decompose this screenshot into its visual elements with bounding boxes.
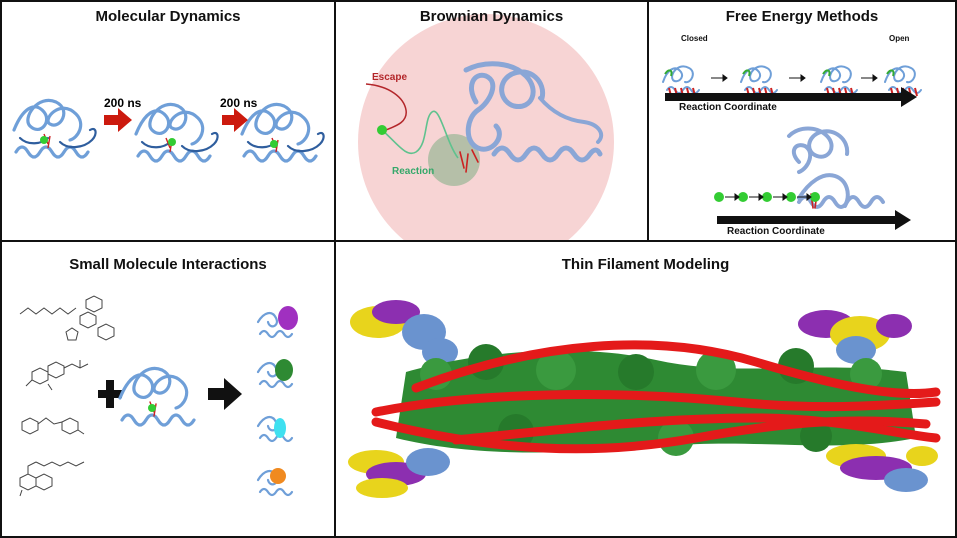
calcium-ion-icon: [270, 140, 278, 148]
panel-small-molecule-interactions: Small Molecule Interactions: [2, 242, 334, 536]
escape-label: Escape: [372, 72, 408, 83]
reaction-label: Reaction: [392, 166, 435, 177]
protein-state-1: [12, 98, 98, 159]
fe-state-closed: [662, 65, 700, 97]
reaction-zone: [428, 134, 480, 186]
thin-filament-illustration: [348, 300, 941, 498]
escape-path: [365, 83, 407, 131]
right-arrow-icon: [104, 108, 132, 132]
md-step-label-1: 200 ns: [104, 96, 142, 110]
panel-title-thin-filament-modeling: Thin Filament Modeling: [561, 256, 730, 273]
calcium-ion-icon: [738, 192, 748, 202]
protein-troponin: [459, 61, 604, 173]
bd-illustration: [358, 14, 614, 240]
calcium-ion-icon: [40, 136, 48, 144]
calcium-ion-icon: [148, 404, 156, 412]
structure-2: [25, 360, 89, 391]
calcium-ion-path: [714, 192, 820, 202]
troponin-complex-top-left: [350, 300, 458, 366]
calcium-ion-icon: [762, 192, 772, 202]
bd-sphere: [358, 14, 614, 240]
plus-icon: [98, 380, 122, 408]
fe-protein-large: [787, 126, 885, 209]
structure-3: [21, 417, 85, 435]
troponin-complex-bottom-left: [348, 448, 450, 498]
tropomyosin-strand-1: [371, 340, 941, 417]
right-arrow-icon: [222, 108, 248, 132]
protein-state-2: [134, 102, 220, 163]
open-label: Open: [889, 34, 910, 43]
protein-state-3: [240, 102, 326, 163]
sm-illustration: [19, 295, 298, 497]
troponin-complex-top-right: [798, 310, 912, 364]
tropomyosin-strand-2: [371, 413, 941, 454]
divider-vertical-top-left: [334, 0, 336, 241]
calcium-ion-icon: [168, 138, 176, 146]
md-step-label-2: 200 ns: [220, 96, 258, 110]
fe-state-2: [740, 65, 778, 97]
calcium-ion-icon: [810, 192, 820, 202]
sm-complexes: [256, 306, 298, 497]
reaction-coordinate-arrow-1: [665, 87, 917, 107]
panel-title-small-molecule-interactions: Small Molecule Interactions: [69, 256, 267, 273]
closed-label: Closed: [681, 34, 708, 43]
structure-1: [19, 295, 115, 341]
fe-state-3: [820, 65, 858, 97]
divider-vertical-top-right: [647, 0, 649, 241]
reaction-coordinate-label-2: Reaction Coordinate: [727, 226, 825, 237]
sm-protein-center: [118, 366, 196, 427]
reaction-coordinate-arrow-2: [717, 210, 911, 230]
divider-horizontal: [0, 240, 957, 242]
panel-thin-filament-modeling: Thin Filament Modeling: [336, 242, 955, 536]
calcium-ion-icon: [786, 192, 796, 202]
calcium-ion-icon: [714, 192, 724, 202]
complex-green: [256, 359, 294, 389]
troponin-complex-bottom-right: [826, 444, 938, 492]
panel-molecular-dynamics: Molecular Dynamics 200 ns 200 ns: [2, 2, 334, 240]
structure-4: [19, 461, 85, 497]
panel-free-energy-methods: Free Energy Methods: [649, 2, 955, 240]
divider-vertical-bottom: [334, 241, 336, 538]
panel-brownian-dynamics: Brownian Dynamics Escape Reaction: [336, 2, 647, 240]
panel-title-brownian-dynamics: Brownian Dynamics: [419, 8, 564, 25]
reaction-path: [381, 110, 459, 159]
complex-cyan: [256, 416, 294, 443]
chemical-structures: [19, 295, 115, 497]
fe-illustration: [662, 65, 922, 230]
calcium-ion-icon: [377, 125, 387, 135]
complex-purple: [256, 306, 298, 339]
complex-orange: [256, 468, 294, 497]
md-illustration: [12, 98, 326, 163]
fe-small-arrows: [711, 74, 878, 82]
right-arrow-icon: [208, 378, 242, 410]
reaction-coordinate-label-1: Reaction Coordinate: [679, 102, 777, 113]
panel-title-free-energy-methods: Free Energy Methods: [725, 8, 879, 25]
panel-title-molecular-dynamics: Molecular Dynamics: [95, 8, 241, 25]
